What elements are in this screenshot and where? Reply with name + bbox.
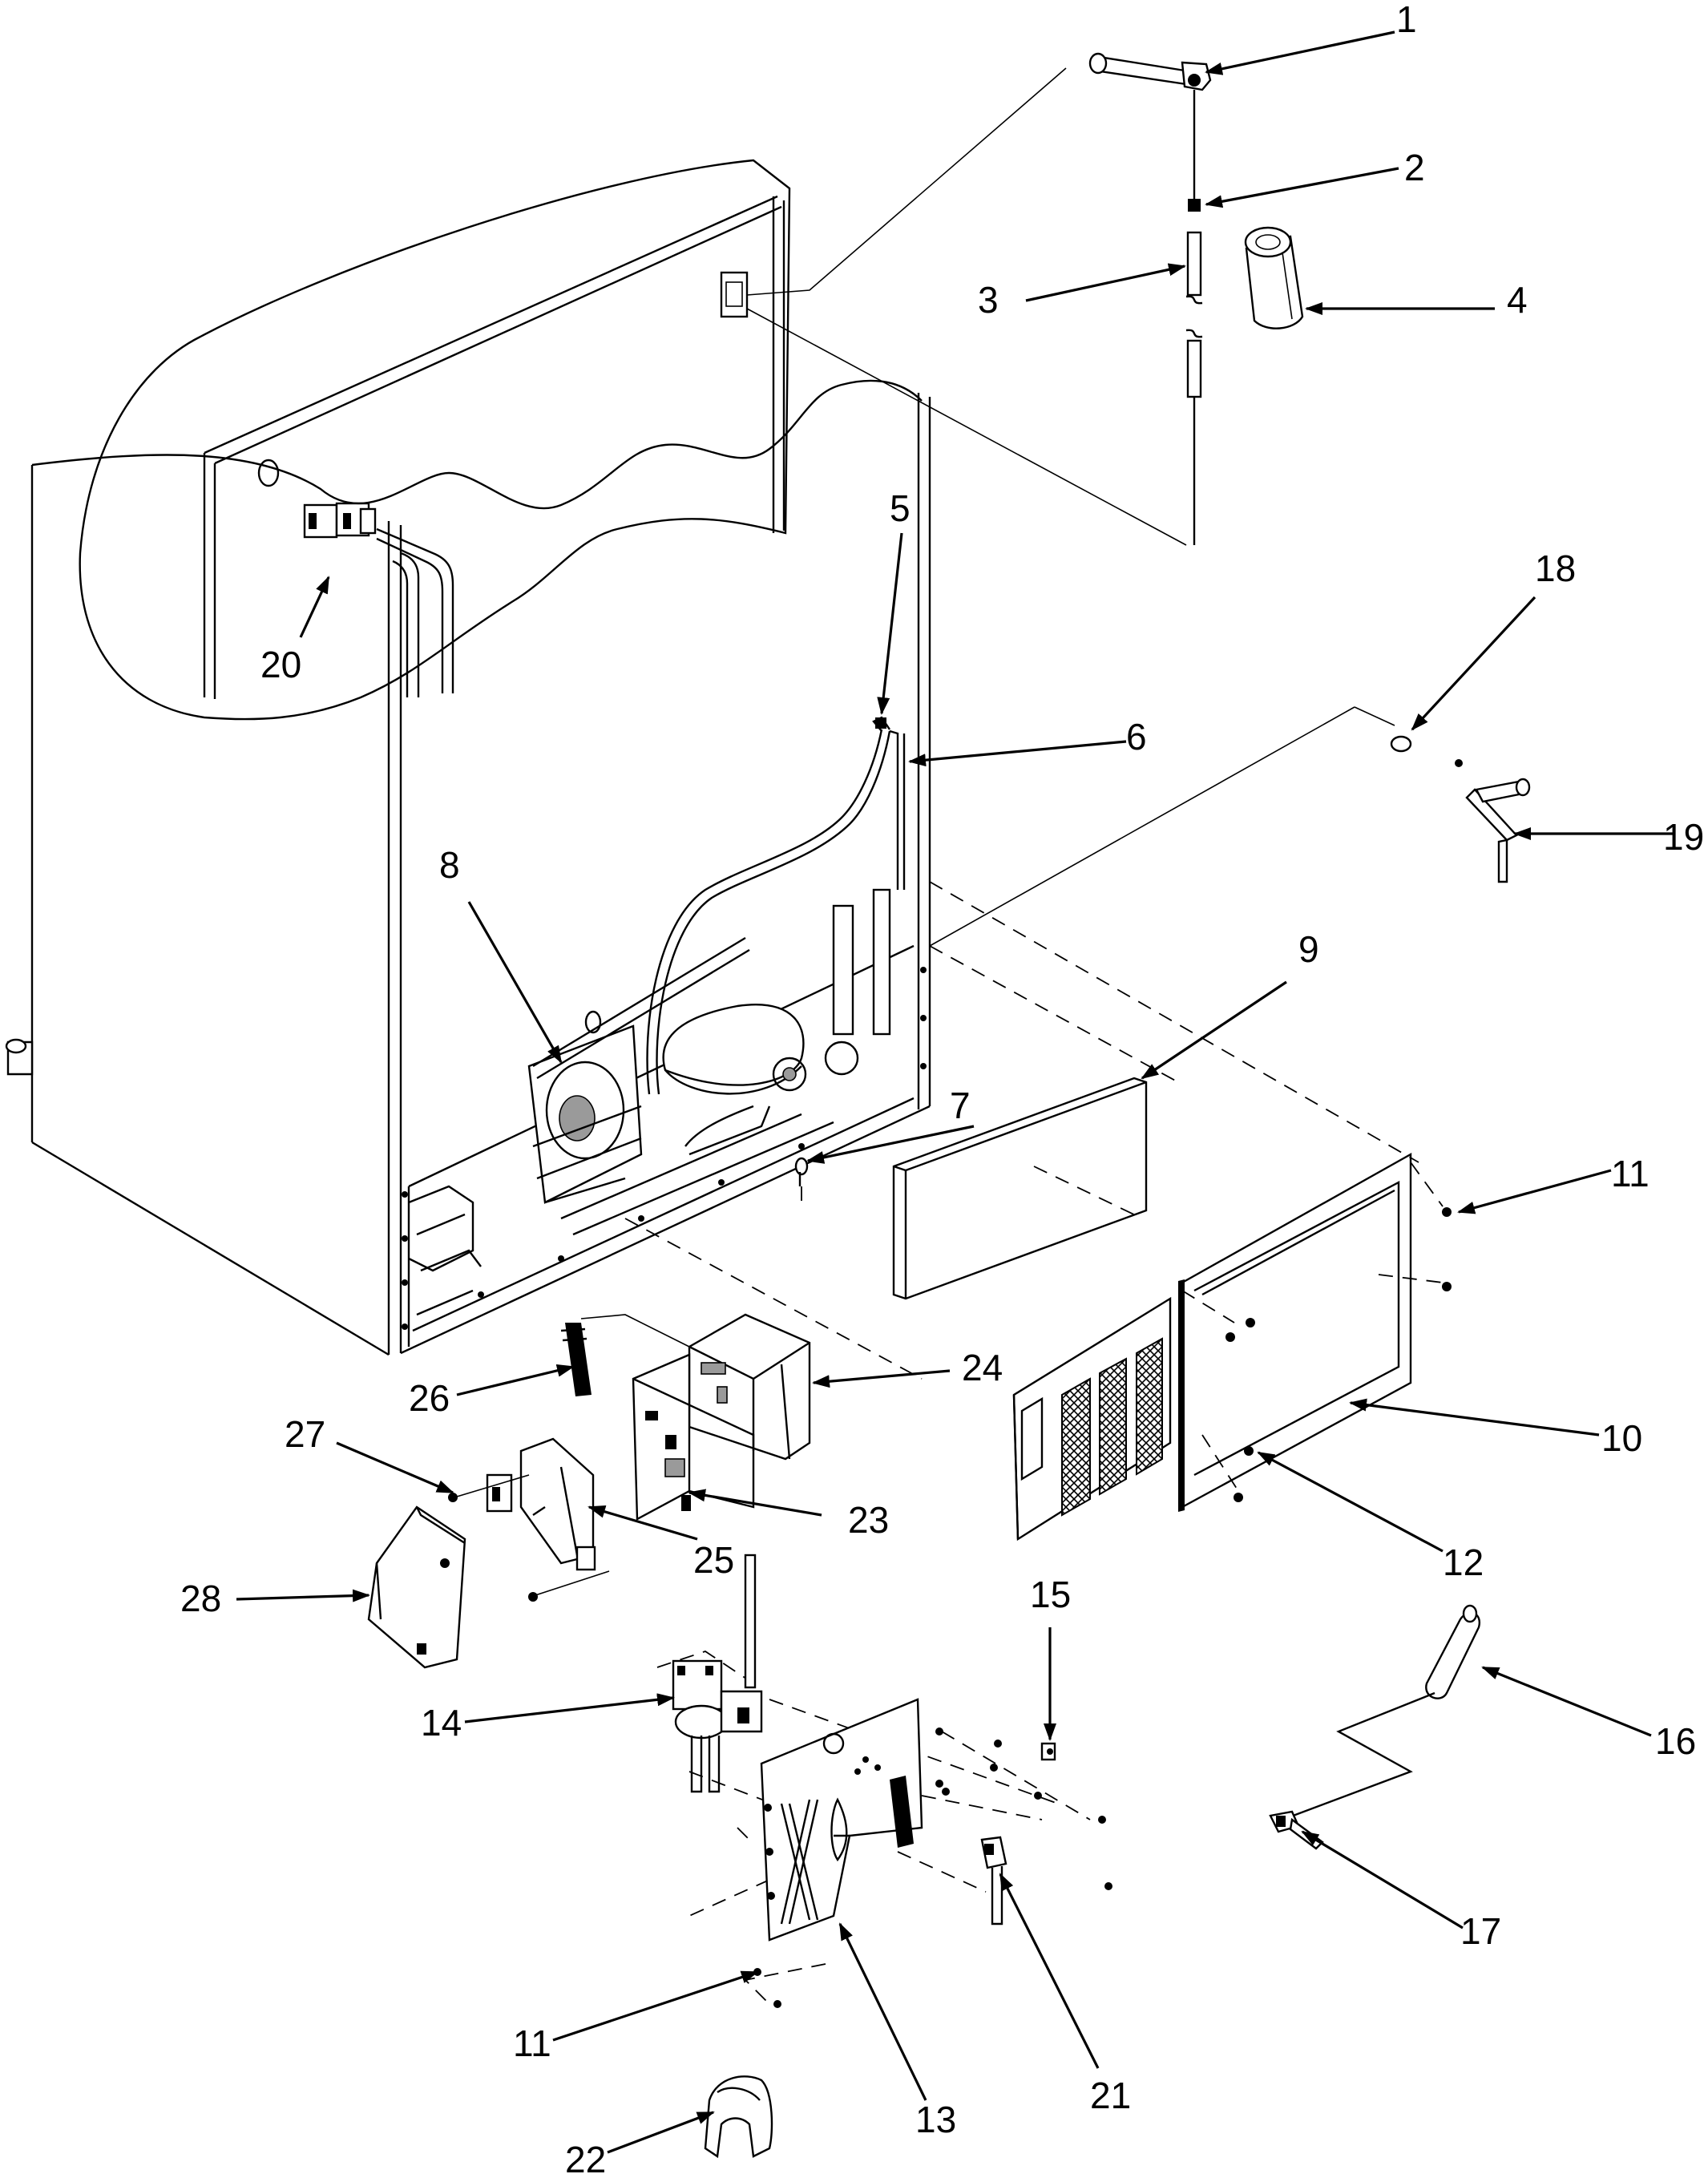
callout-9: 9 [1298, 928, 1319, 970]
part-10-frame [1178, 1152, 1412, 1512]
callout-1: 1 [1396, 0, 1417, 40]
part-13-mounting-plate [760, 1698, 923, 1942]
part-19-tube [1465, 778, 1531, 883]
part-15-clip [1040, 1742, 1056, 1761]
cabinet-upper-cutaway [79, 159, 791, 721]
part-23-control-board [632, 1353, 755, 1521]
part-24-housing [688, 1313, 811, 1461]
callout-13: 13 [915, 2099, 956, 2140]
part-9-panel [892, 1077, 1148, 1300]
part-21-switch [980, 1836, 1007, 1925]
callout-4: 4 [1507, 279, 1528, 321]
callout-6: 6 [1126, 716, 1147, 758]
callout-8: 8 [439, 844, 460, 886]
part-3-rod [1185, 231, 1203, 545]
part-5-6-tube [872, 716, 906, 890]
part-17-fitting [1269, 1810, 1324, 1850]
part-1-knob [1088, 52, 1212, 91]
part-20-bracket [303, 502, 454, 697]
callout-19: 19 [1663, 816, 1704, 858]
part-2-nut [1188, 199, 1201, 212]
leader-arrows [236, 30, 1675, 2154]
callout-23: 23 [848, 1499, 889, 1541]
part-4-sleeve [1244, 226, 1304, 329]
part-26-fastener [560, 1323, 592, 1396]
callout-11: 11 [1611, 1153, 1649, 1194]
callout-22: 22 [565, 2139, 606, 2178]
callout-24: 24 [962, 1347, 1003, 1388]
callout-25: 25 [693, 1539, 734, 1581]
part-7-screw [794, 1157, 809, 1186]
callout-18: 18 [1535, 548, 1576, 589]
callout-26: 26 [409, 1377, 450, 1419]
callout-14: 14 [421, 1702, 462, 1744]
callout-21: 21 [1090, 2075, 1131, 2116]
part-12-grille-panel [1012, 1296, 1172, 1542]
part-18-fitting [1390, 735, 1463, 767]
part-25-bracket [486, 1437, 596, 1571]
cabinet-lower-cutaway [5, 379, 931, 1356]
callout-12: 12 [1443, 1542, 1484, 1583]
callout-17: 17 [1460, 1910, 1501, 1952]
callout-10: 10 [1601, 1417, 1642, 1459]
callout-20: 20 [260, 644, 301, 685]
callout-7: 7 [950, 1085, 971, 1126]
callout-3: 3 [978, 279, 999, 321]
callout-labels: 1 2 3 4 5 6 7 8 9 10 11 12 13 14 15 16 1… [180, 0, 1704, 2178]
callout-16: 16 [1655, 1720, 1696, 1762]
callout-11-lower: 11 [513, 2022, 551, 2064]
part-22-clip [704, 2075, 773, 2159]
screws-11-12 [1225, 1207, 1452, 1502]
callout-2: 2 [1404, 147, 1425, 188]
part-14-water-valve [672, 1554, 763, 1793]
callout-28: 28 [180, 1578, 221, 1619]
callout-5: 5 [890, 487, 911, 529]
part-16-filter [1425, 1604, 1481, 1699]
callout-27: 27 [285, 1413, 325, 1455]
part-8-fan [527, 936, 750, 1204]
part-28-cover [367, 1505, 466, 1669]
callout-15: 15 [1030, 1574, 1071, 1615]
